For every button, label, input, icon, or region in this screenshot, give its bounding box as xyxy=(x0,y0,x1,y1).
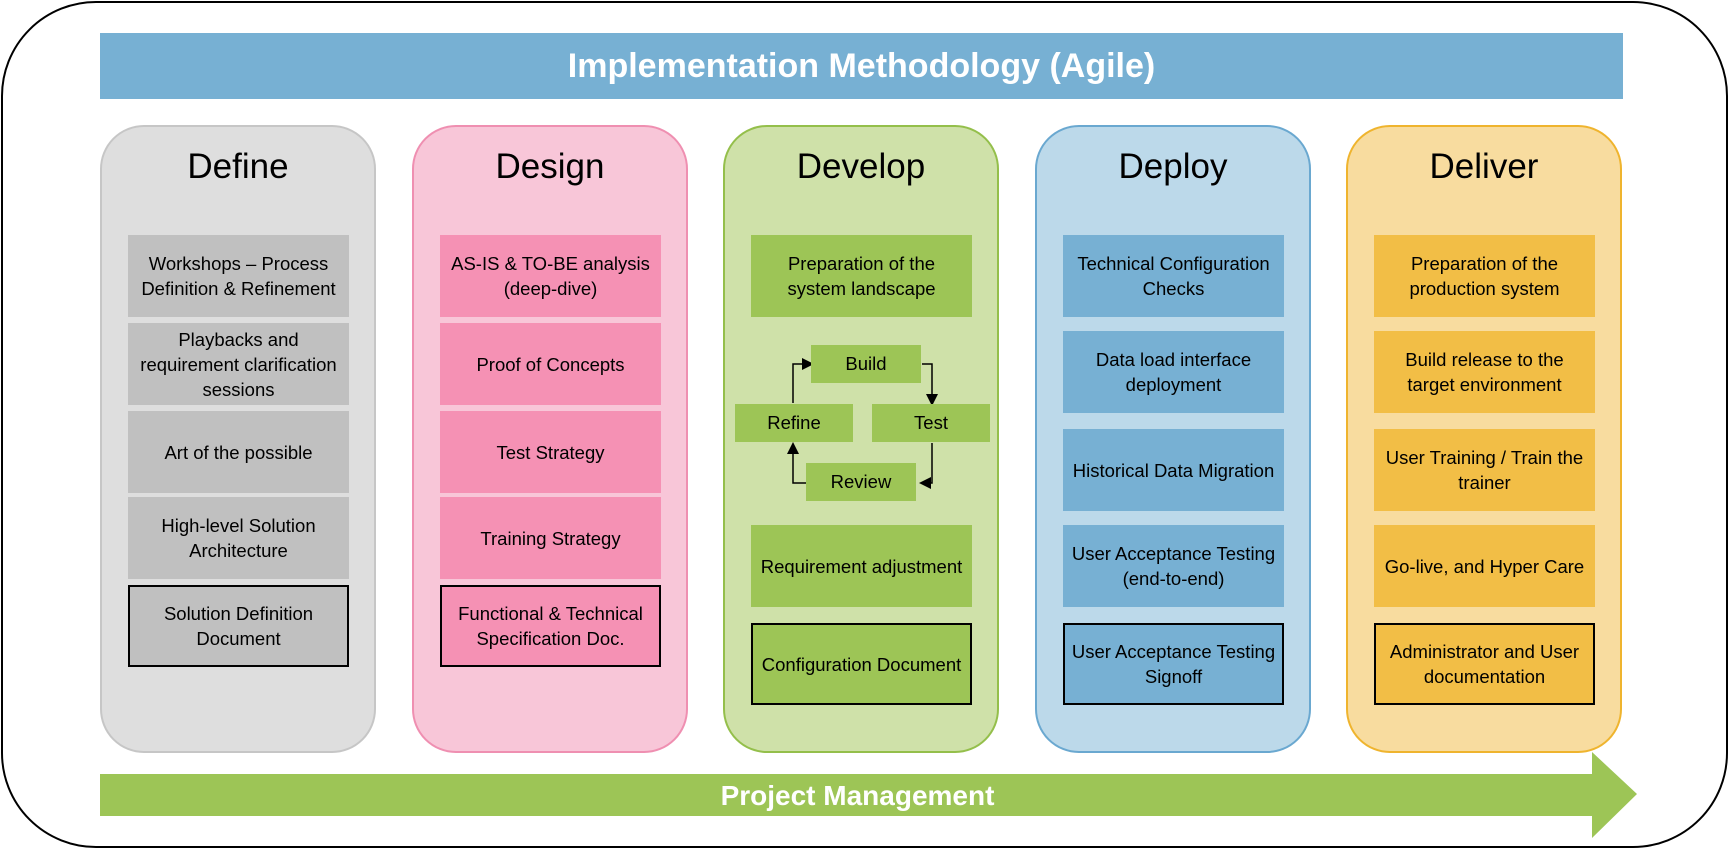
deploy-item-config-checks: Technical Configuration Checks xyxy=(1063,235,1284,317)
develop-item-landscape: Preparation of the system landscape xyxy=(751,235,972,317)
project-management-label: Project Management xyxy=(720,780,995,811)
deploy-item-data-migration: Historical Data Migration xyxy=(1063,429,1284,511)
define-deliverable: Solution Definition Document xyxy=(128,585,349,667)
define-item-workshops: Workshops – Process Definition & Refinem… xyxy=(128,235,349,317)
arrow-review-to-refine xyxy=(787,442,806,484)
diagram-title: Implementation Methodology (Agile) xyxy=(100,33,1623,99)
design-item-test-strategy: Test Strategy xyxy=(440,411,661,493)
deploy-item-uat: User Acceptance Testing (end-to-end) xyxy=(1063,525,1284,607)
phase-deliver: Deliver Preparation of the production sy… xyxy=(1346,125,1622,753)
cycle-build: Build xyxy=(811,345,921,383)
deliver-item-build-release: Build release to the target environment xyxy=(1374,331,1595,413)
develop-cycle-arrows xyxy=(787,358,938,489)
phase-title-design: Design xyxy=(495,147,605,186)
phase-title-define: Define xyxy=(187,147,289,186)
arrow-test-to-review xyxy=(919,443,933,489)
phase-deploy: Deploy Technical Configuration Checks Da… xyxy=(1035,125,1311,753)
phase-title-deploy: Deploy xyxy=(1118,147,1228,186)
deliver-deliverable: Administrator and User documentation xyxy=(1374,623,1595,705)
deliver-item-user-training: User Training / Train the trainer xyxy=(1374,429,1595,511)
design-item-analysis: AS-IS & TO-BE analysis (deep-dive) xyxy=(440,235,661,317)
develop-deliverable: Configuration Document xyxy=(751,623,972,705)
define-item-art-of-possible: Art of the possible xyxy=(128,411,349,493)
phase-define: Define Workshops – Process Definition & … xyxy=(100,125,376,753)
phase-develop: Develop Preparation of the system landsc… xyxy=(723,125,999,753)
design-item-training-strategy: Training Strategy xyxy=(440,497,661,579)
define-item-playbacks: Playbacks and requirement clarification … xyxy=(128,323,349,405)
cycle-test: Test xyxy=(872,404,990,442)
arrow-refine-to-build xyxy=(792,358,814,403)
phase-title-deliver: Deliver xyxy=(1429,147,1539,186)
cycle-review: Review xyxy=(806,463,916,501)
design-item-poc: Proof of Concepts xyxy=(440,323,661,405)
deliver-item-go-live: Go-live, and Hyper Care xyxy=(1374,525,1595,607)
define-item-architecture: High-level Solution Architecture xyxy=(128,497,349,579)
deliver-item-production-system: Preparation of the production system xyxy=(1374,235,1595,317)
phase-design: Design AS-IS & TO-BE analysis (deep-dive… xyxy=(412,125,688,753)
project-management-arrow xyxy=(100,752,1637,838)
design-deliverable: Functional & Technical Specification Doc… xyxy=(440,585,661,667)
deploy-deliverable: User Acceptance Testing Signoff xyxy=(1063,623,1284,705)
cycle-refine: Refine xyxy=(735,404,853,442)
arrow-build-to-test xyxy=(922,363,938,406)
develop-item-requirement-adjustment: Requirement adjustment xyxy=(751,525,972,607)
deploy-item-data-load: Data load interface deployment xyxy=(1063,331,1284,413)
phase-title-develop: Develop xyxy=(796,147,926,186)
